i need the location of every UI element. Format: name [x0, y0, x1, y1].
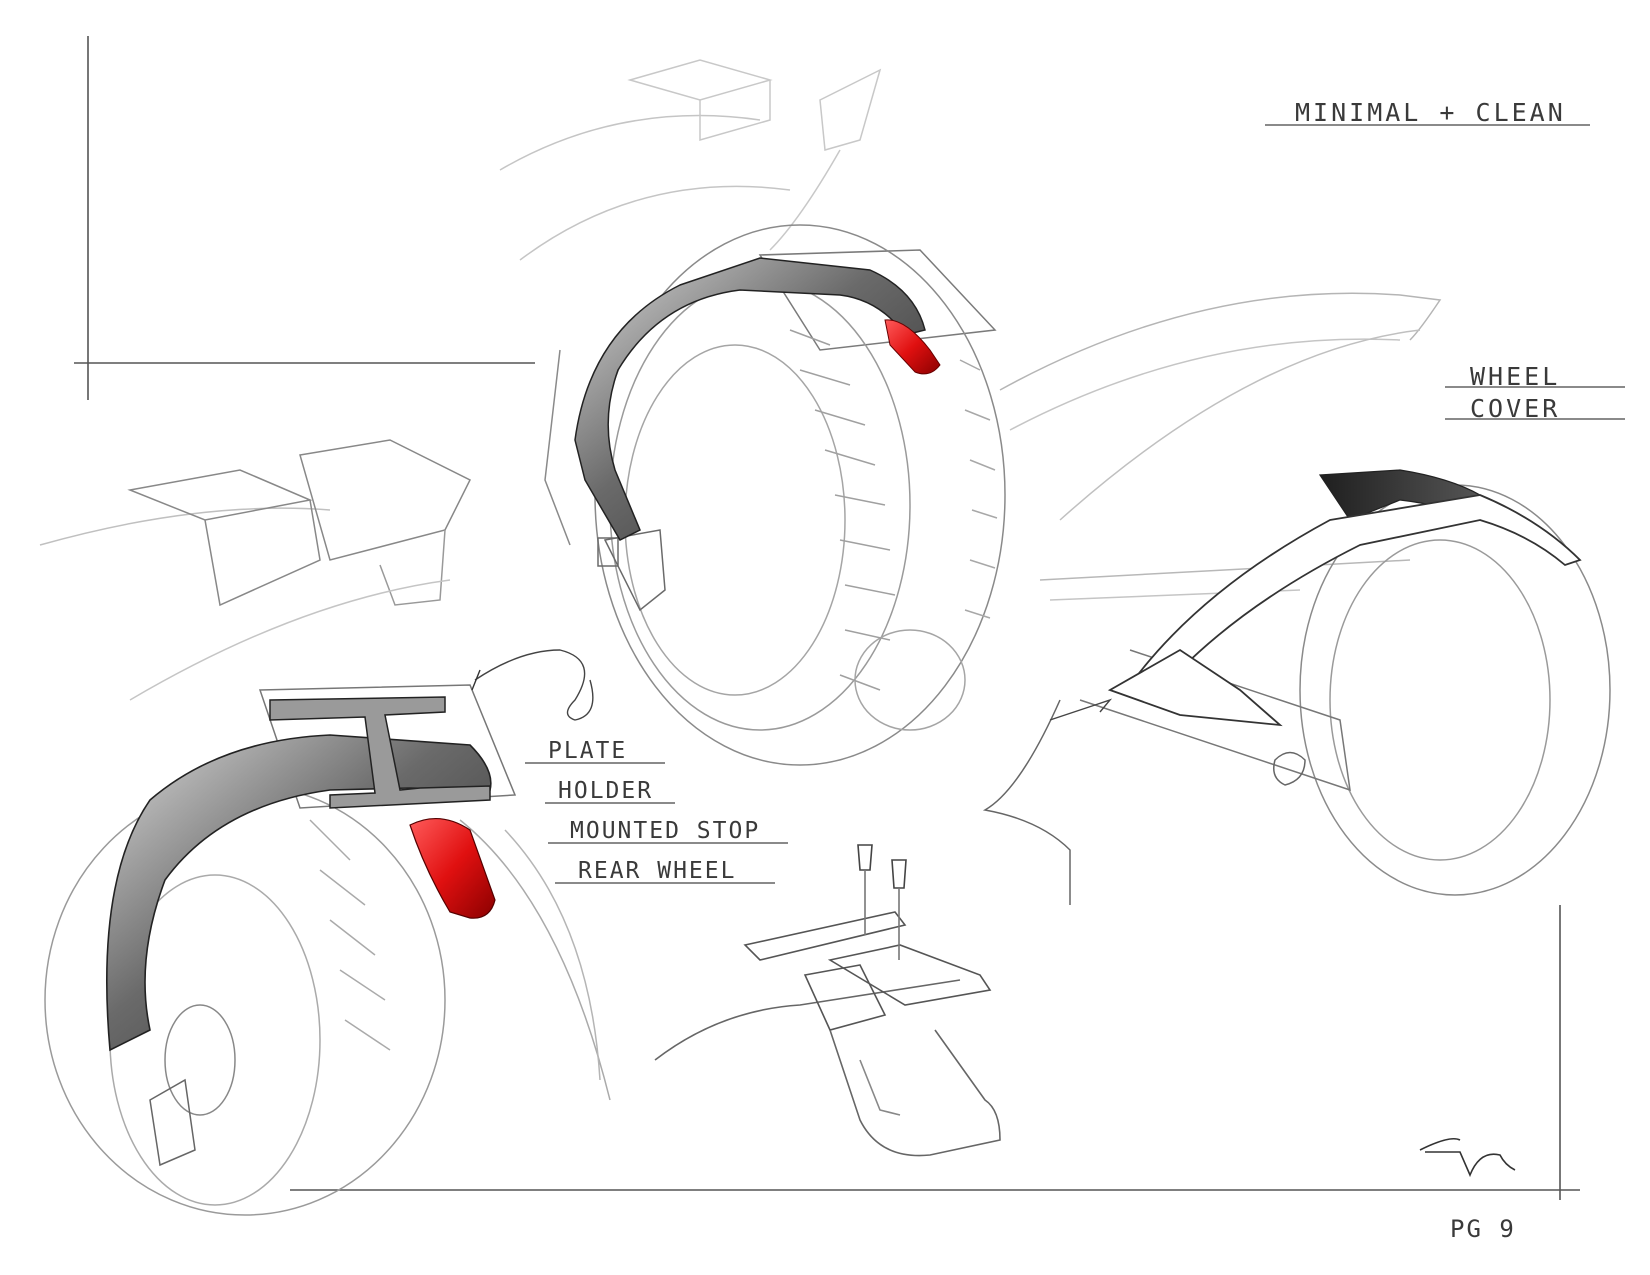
left-plate-bracket — [269, 696, 491, 809]
top-center-wheel-sketch — [499, 59, 1006, 766]
right-wheel-cover-bracket — [1107, 648, 1283, 727]
left-tail-light — [409, 817, 496, 919]
top-tail-light — [884, 319, 941, 375]
top-fender-arm — [574, 257, 926, 541]
frame-lines — [74, 36, 1580, 1200]
holder-note: HOLDER — [558, 778, 654, 804]
right-arrow — [1049, 698, 1113, 721]
mounted-stop-note: MOUNTED STOP — [570, 818, 761, 844]
holder-underline — [545, 802, 675, 804]
plate-underline — [525, 762, 665, 764]
rear-wheel-note: REAR WHEEL — [578, 858, 737, 884]
signature-scribble — [1419, 1137, 1516, 1178]
wheel-cover-underline-1 — [1445, 386, 1625, 388]
left-fender — [106, 734, 492, 1052]
rear-wheel-underline — [555, 882, 775, 884]
right-wheel-cover-arm — [1127, 494, 1582, 687]
mounted-stop-underline — [548, 842, 788, 844]
headline-note: MINIMAL + CLEAN — [1295, 98, 1566, 127]
exploded-plate-holder — [654, 844, 1001, 1157]
headline-underline — [1265, 124, 1590, 126]
left-plate-holder-sketch — [39, 439, 611, 1216]
page-number: PG 9 — [1450, 1215, 1516, 1243]
wheel-cover-underline-2 — [1445, 418, 1625, 420]
plate-note: PLATE — [548, 738, 628, 764]
